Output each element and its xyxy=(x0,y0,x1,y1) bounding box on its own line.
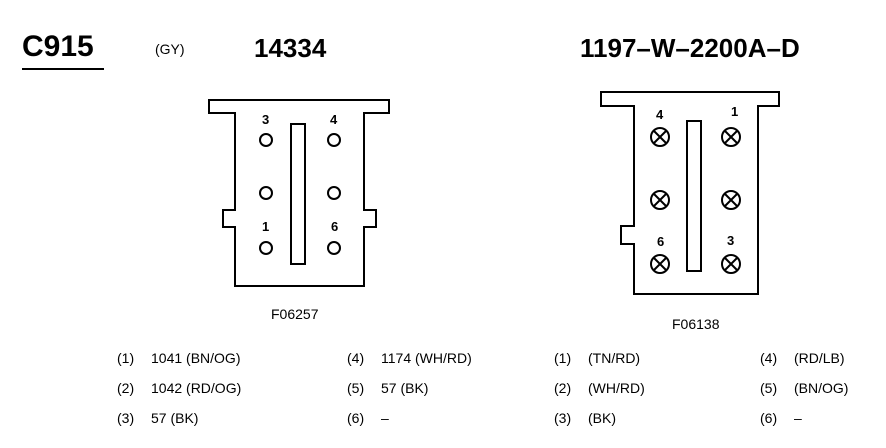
right-pin-row-6: (6)– xyxy=(760,410,802,426)
right-pin-2 xyxy=(721,190,741,210)
pin-number: (4) xyxy=(347,350,365,366)
left-pin-label-1: 1 xyxy=(262,219,269,234)
pin-description: – xyxy=(794,410,802,426)
pin-description: 1042 (RD/OG) xyxy=(151,380,242,396)
right-pin-5 xyxy=(650,190,670,210)
right-pin-row-3: (3) (BK) xyxy=(554,410,616,426)
pin-number: (6) xyxy=(347,410,365,426)
right-pin-row-5: (5) (BN/OG) xyxy=(760,380,848,396)
pin-number: (6) xyxy=(760,410,778,426)
pin-description: (BN/OG) xyxy=(794,380,849,396)
pin-number: (5) xyxy=(347,380,365,396)
left-pin-row-2: (2) 1042 (RD/OG) xyxy=(117,380,241,396)
pin-number: (2) xyxy=(117,380,135,396)
left-figure-id: F06257 xyxy=(271,306,319,322)
pin-description: – xyxy=(381,410,389,426)
left-pin-row-6: (6)– xyxy=(347,410,389,426)
right-pin-label-1: 1 xyxy=(731,104,738,119)
left-pin-1 xyxy=(259,241,273,255)
right-pin-row-4: (4) (RD/LB) xyxy=(760,350,845,366)
left-pin-label-4: 4 xyxy=(330,112,338,127)
left-pin-row-4: (4) 1174 (WH/RD) xyxy=(347,350,472,366)
left-connector-face: 3 4 1 6 xyxy=(208,99,390,287)
pin-number: (3) xyxy=(117,410,135,426)
right-pin-4 xyxy=(650,127,670,147)
left-pin-label-3: 3 xyxy=(262,112,269,127)
left-pin-row-3: (3) 57 (BK) xyxy=(117,410,198,426)
right-connector-face: 4 1 6 3 xyxy=(600,91,780,295)
pin-description: 1041 (BN/OG) xyxy=(151,350,241,366)
left-pin-6 xyxy=(327,241,341,255)
right-connector-key-slot xyxy=(686,120,702,272)
pin-number: (1) xyxy=(554,350,572,366)
pin-description: (TN/RD) xyxy=(588,350,641,366)
pin-description: 57 (BK) xyxy=(151,410,199,426)
right-part-number: 1197–W–2200A–D xyxy=(580,33,800,63)
pin-description: 1174 (WH/RD) xyxy=(381,350,472,366)
pin-description: 57 (BK) xyxy=(381,380,429,396)
pin-number: (1) xyxy=(117,350,135,366)
right-figure-id: F06138 xyxy=(672,316,720,332)
pin-number: (3) xyxy=(554,410,572,426)
right-pin-label-4: 4 xyxy=(656,107,664,122)
color-code: (GY) xyxy=(155,41,185,57)
connector-id-underline xyxy=(22,68,104,70)
right-pin-label-6: 6 xyxy=(657,234,664,249)
pin-description: (RD/LB) xyxy=(794,350,845,366)
left-pin-row-1: (1) 1041 (BN/OG) xyxy=(117,350,240,366)
left-pin-5 xyxy=(327,186,341,200)
left-part-number: 14334 xyxy=(254,33,327,63)
left-pin-row-5: (5) 57 (BK) xyxy=(347,380,428,396)
right-pin-row-2: (2) (WH/RD) xyxy=(554,380,645,396)
connector-id: C915 xyxy=(22,30,94,63)
right-pin-1 xyxy=(721,127,741,147)
pin-description: (BK) xyxy=(588,410,616,426)
left-connector-key-slot xyxy=(290,123,306,265)
pin-number: (5) xyxy=(760,380,778,396)
left-pin-4 xyxy=(327,133,341,147)
pin-description: (WH/RD) xyxy=(588,380,645,396)
right-pin-3 xyxy=(721,254,741,274)
left-pin-2 xyxy=(259,186,273,200)
left-pin-3 xyxy=(259,133,273,147)
right-pin-6 xyxy=(650,254,670,274)
pin-number: (4) xyxy=(760,350,778,366)
right-pin-row-1: (1) (TN/RD) xyxy=(554,350,640,366)
left-pin-label-6: 6 xyxy=(331,219,338,234)
pin-number: (2) xyxy=(554,380,572,396)
right-pin-label-3: 3 xyxy=(727,233,734,248)
